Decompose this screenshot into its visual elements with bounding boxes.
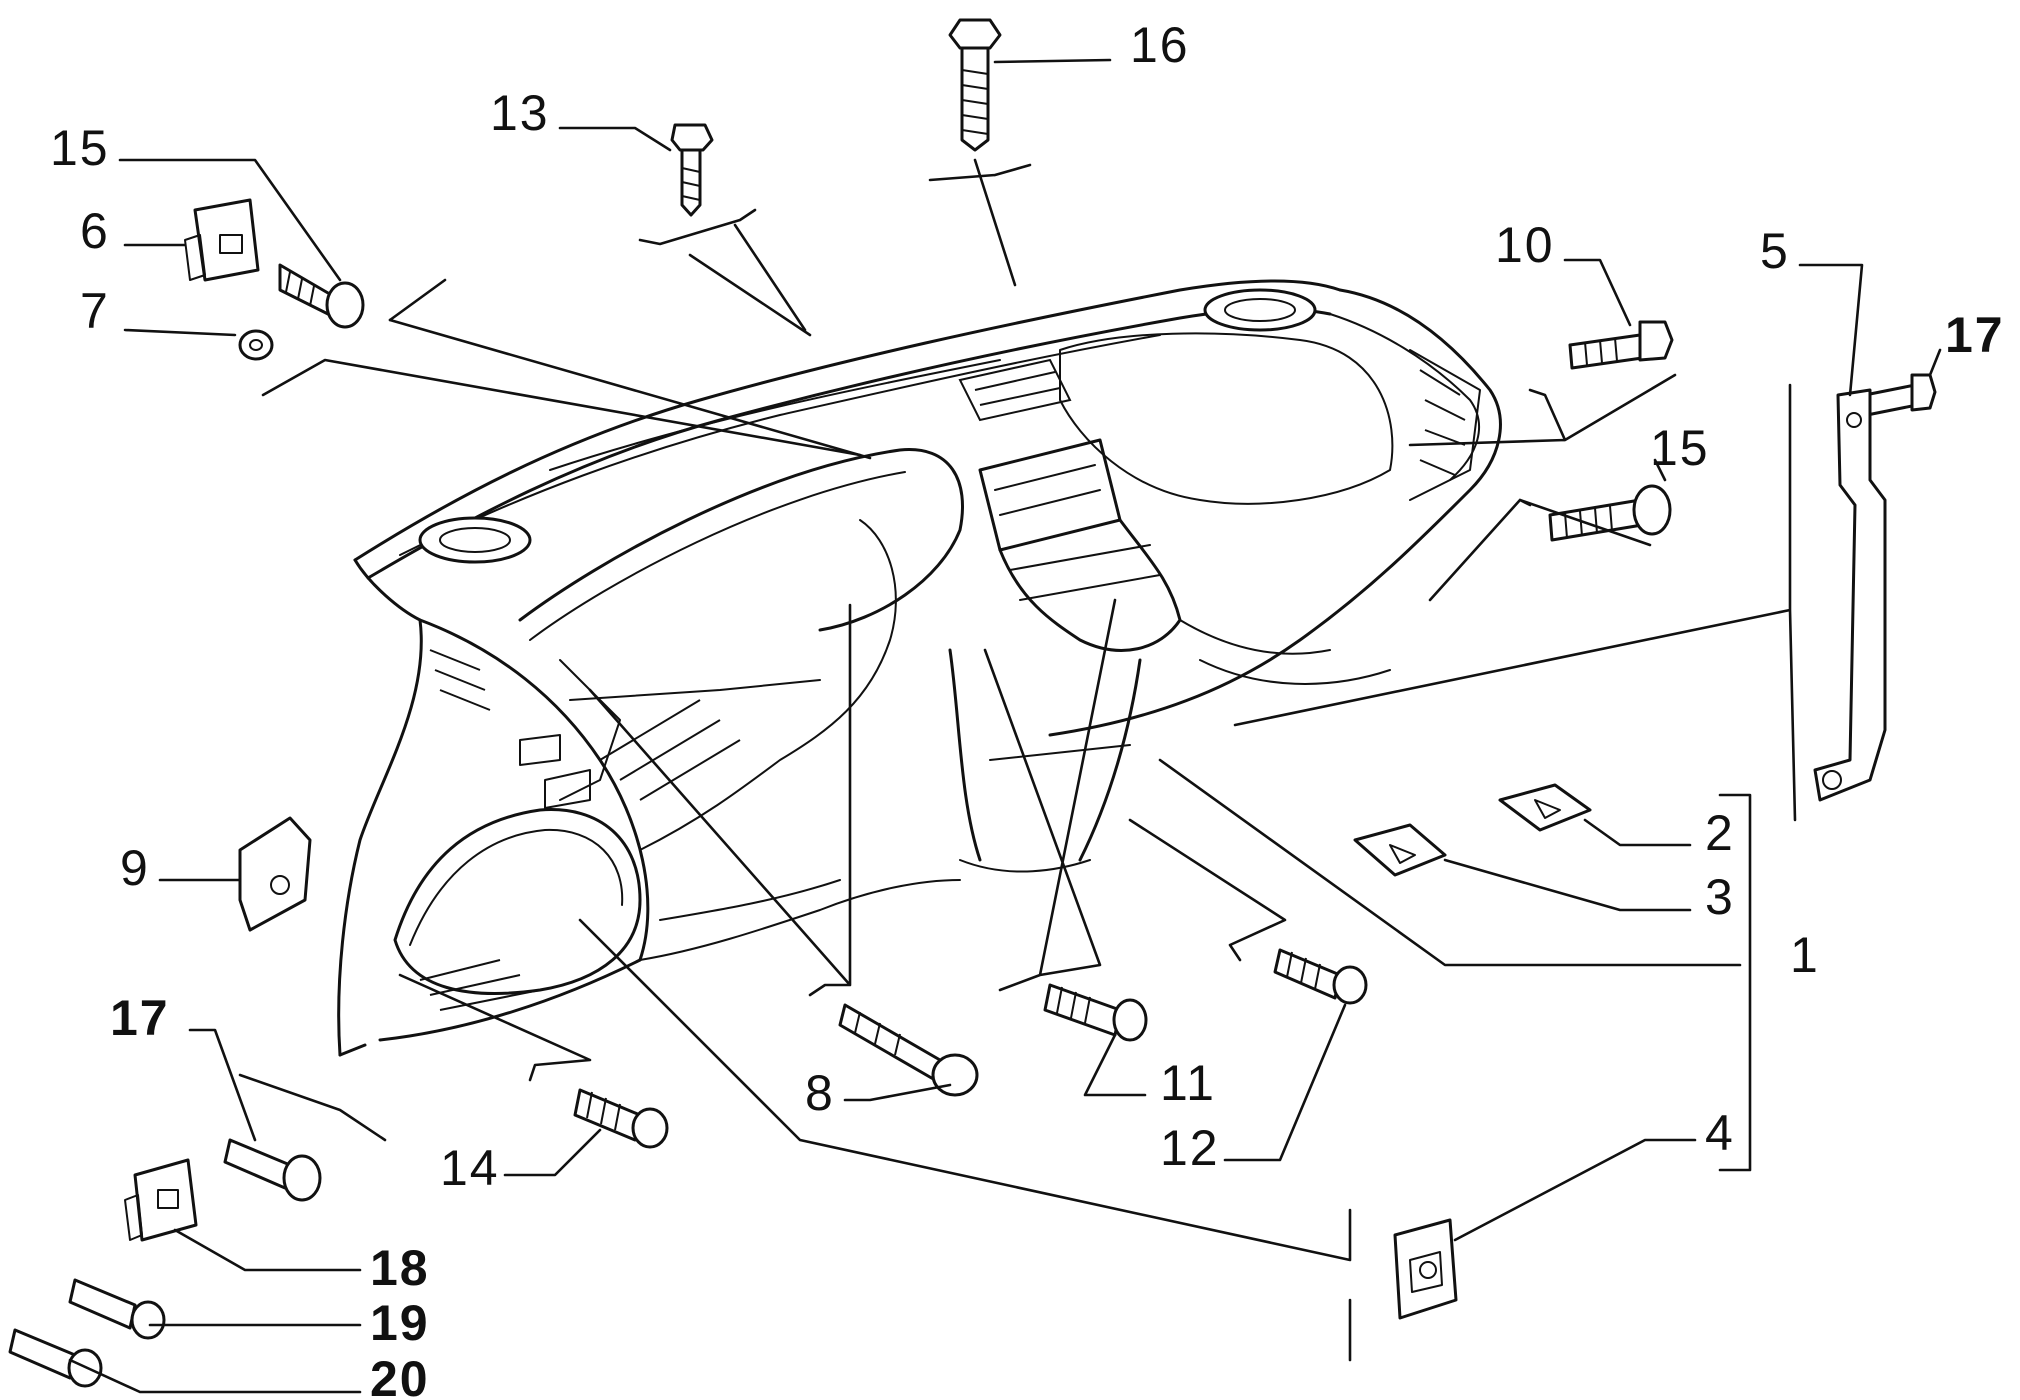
callout-3: 3 [1705, 869, 1735, 925]
callout-11: 11 [1160, 1055, 1216, 1111]
callout-15-left: 15 [50, 120, 110, 176]
callout-15-right: 15 [1650, 420, 1710, 476]
part-9-clip [238, 816, 312, 932]
part-6-clip [184, 198, 260, 282]
callout-8: 8 [805, 1065, 835, 1121]
callout-2: 2 [1705, 805, 1735, 861]
part-16-screw [948, 18, 1002, 152]
part-12-bolt [1273, 948, 1368, 1005]
part-3-clip [1353, 823, 1447, 877]
callout-labels: 16 13 15 6 7 10 5 17 15 2 3 1 4 9 8 11 1… [50, 17, 2005, 1400]
dashboard-panel [337, 279, 1502, 1057]
callout-7: 7 [80, 283, 110, 339]
callout-16: 16 [1130, 17, 1190, 73]
callout-13: 13 [490, 85, 550, 141]
callout-10: 10 [1495, 217, 1555, 273]
part-18-clip [124, 1158, 198, 1242]
callout-12: 12 [1160, 1120, 1220, 1176]
part-5-bracket [1813, 388, 1887, 802]
part-7-washer [238, 329, 274, 361]
part-20-screw [8, 1328, 103, 1388]
callout-18: 18 [370, 1240, 430, 1296]
part-15-screw-right [1548, 484, 1672, 542]
callout-1: 1 [1790, 927, 1820, 983]
part-10-screw [1568, 320, 1674, 370]
part-15-screw-left [278, 263, 365, 329]
part-17-screw-right [1863, 373, 1937, 417]
callout-17-left: 17 [110, 990, 170, 1046]
part-2-clip [1498, 783, 1592, 832]
callout-14: 14 [440, 1140, 500, 1196]
part-13-screw [670, 123, 714, 217]
part-8-bolt [838, 1003, 979, 1097]
part-4-clip [1393, 1218, 1458, 1320]
callout-9: 9 [120, 840, 150, 896]
leader-lines [68, 58, 1942, 1394]
callout-17-right: 17 [1945, 307, 2005, 363]
part-17-screw-left [223, 1138, 322, 1202]
part-19-screw [68, 1278, 166, 1340]
callout-6: 6 [80, 203, 110, 259]
callout-19: 19 [370, 1295, 430, 1351]
part-14-screw [573, 1088, 669, 1149]
callout-20: 20 [370, 1351, 430, 1400]
part-11-bolt [1043, 983, 1148, 1042]
callout-4: 4 [1705, 1105, 1735, 1161]
callout-5: 5 [1760, 223, 1790, 279]
